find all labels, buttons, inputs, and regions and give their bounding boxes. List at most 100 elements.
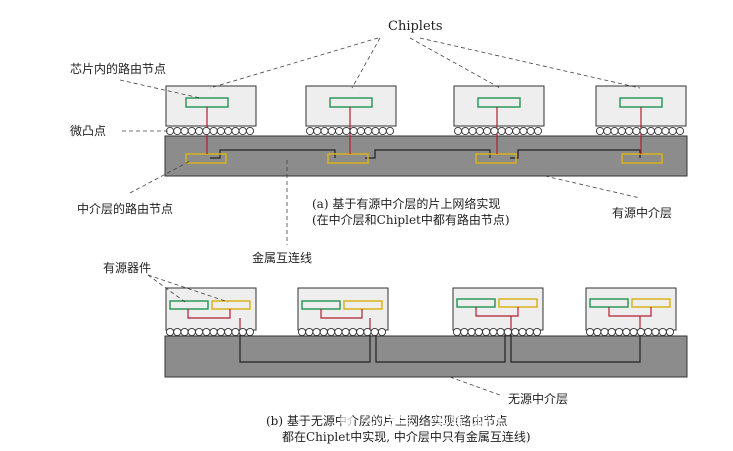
chiplet (305, 85, 397, 154)
microbump (327, 327, 336, 337)
microbump (364, 126, 373, 136)
microbump (468, 126, 477, 136)
wechat-icon (340, 413, 354, 427)
microbump (180, 126, 189, 136)
microbump (622, 327, 631, 337)
interposer-router-node (185, 153, 227, 164)
microbump (511, 327, 520, 337)
panel-b: 金属互连线 有源器件 无源中介层 (b) 基于无源中介层的片上网络实现(路由节点… (103, 250, 688, 444)
panel-a: Chiplets 芯片内的路由节点 微凸点 中介层的路由节点 有源中介层 (a)… (70, 19, 688, 245)
microbump (490, 126, 499, 136)
microbump (629, 327, 638, 337)
microbump (187, 327, 196, 337)
chiplets-label: Chiplets (388, 19, 443, 34)
chiplet (165, 85, 257, 154)
microbump (378, 126, 387, 136)
interposer-router-node (621, 153, 663, 164)
microbump (665, 327, 675, 337)
microbump (297, 327, 307, 337)
microbump (461, 126, 470, 136)
microbump (305, 327, 314, 337)
onchip-router-node (329, 97, 373, 108)
microbump (636, 327, 645, 337)
leader-lines-b (147, 274, 501, 396)
interposer-wire (210, 149, 336, 159)
watermark-sub: @51CTO博客 (642, 432, 699, 444)
microbump (342, 126, 351, 136)
microbump (238, 126, 247, 136)
microbump (245, 126, 255, 136)
interposer-node-label: 中介层的路由节点 (77, 201, 173, 216)
microbump (187, 126, 196, 136)
microbump (173, 126, 182, 136)
microbump (585, 327, 595, 337)
passive-interposer-label: 无源中介层 (508, 391, 568, 406)
microbump (475, 126, 484, 136)
microbump (503, 327, 512, 337)
microbump (377, 327, 387, 337)
chiplet (453, 85, 545, 154)
microbump (173, 327, 182, 337)
microbump (654, 126, 663, 136)
microbump (617, 126, 626, 136)
interposer-router-node (327, 153, 369, 164)
microbump (195, 327, 204, 337)
caption-a-line1: (a) 基于有源中介层的片上网络实现 (312, 196, 500, 211)
metal-interconnect (239, 330, 371, 363)
microbump (504, 126, 513, 136)
microbump (195, 126, 204, 136)
microbump (224, 327, 233, 337)
watermark-main: 公众号 · 半导体行业观察 @chatway1989 (360, 412, 703, 433)
chiplet (297, 287, 389, 331)
microbump (525, 327, 534, 337)
microbump (593, 327, 602, 337)
microbump (603, 126, 612, 136)
microbump (668, 126, 677, 136)
microbump (245, 327, 255, 337)
microbump (625, 126, 634, 136)
chiplet (585, 287, 677, 331)
microbump (482, 327, 491, 337)
microbump (370, 327, 379, 337)
watermark: 公众号 · 半导体行业观察 @chatway1989 @51CTO博客 (340, 412, 703, 444)
caption-a-line2: (在中介层和Chiplet中都有路由节点) (312, 212, 510, 227)
microbump (319, 327, 328, 337)
microbump (320, 126, 329, 136)
router-node (211, 300, 251, 310)
microbump (312, 327, 321, 337)
microbump (489, 327, 498, 337)
microbump (305, 126, 315, 136)
microbump (371, 126, 380, 136)
microbump-row (165, 126, 685, 136)
microbump (165, 327, 175, 337)
microbump (231, 126, 240, 136)
microbump (632, 126, 641, 136)
microbump (180, 327, 189, 337)
microbump (348, 327, 357, 337)
interposer-router-node (475, 153, 517, 164)
microbump (216, 126, 225, 136)
microbump (209, 327, 218, 337)
microbump (202, 327, 211, 337)
microbump (363, 327, 372, 337)
microbump (483, 126, 492, 136)
microbump (651, 327, 660, 337)
microbump (518, 327, 527, 337)
caption-b-line1: (b) 基于无源中介层的片上网络实现(路由节点 (266, 413, 508, 428)
microbump (467, 327, 476, 337)
interposer-wire (365, 149, 491, 159)
active-device-label: 有源器件 (103, 261, 151, 275)
microbump (356, 126, 365, 136)
microbump (675, 126, 685, 136)
microbump (453, 126, 463, 136)
microbump (639, 126, 648, 136)
microbump (646, 126, 655, 136)
microbump (533, 126, 543, 136)
onchip-node-label: 芯片内的路由节点 (70, 61, 166, 76)
microbump (526, 126, 535, 136)
passive-interposer-layer (164, 335, 688, 378)
microbump (231, 327, 240, 337)
microbump (496, 327, 505, 337)
